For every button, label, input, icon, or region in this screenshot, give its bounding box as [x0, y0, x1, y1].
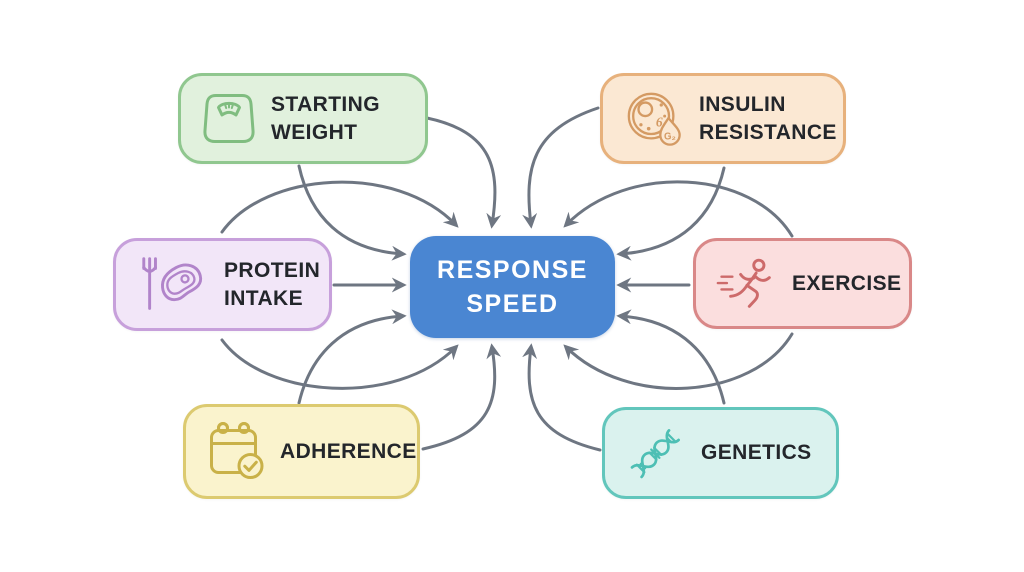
node-label: STARTING WEIGHT — [271, 93, 380, 144]
arrow-insulin-top — [522, 106, 600, 229]
calendar-check-icon — [210, 421, 264, 479]
cell-glucose-icon: 6 G₂ — [627, 92, 681, 146]
node-label: ADHERENCE — [280, 439, 417, 463]
node-label: GENETICS — [701, 441, 812, 465]
arrow-starting-weight-left — [297, 164, 407, 261]
node-insulin-resistance: 6 G₂ INSULIN RESISTANCE — [600, 73, 846, 164]
node-response-speed: RESPONSE SPEED — [410, 236, 615, 338]
node-label: PROTEIN INTAKE — [224, 259, 321, 310]
arrow-exercise-top-arc — [563, 180, 794, 238]
center-label-line2: SPEED — [466, 290, 559, 318]
arrow-genetics-right — [616, 309, 726, 405]
glucose-drop-label: G₂ — [664, 131, 676, 142]
dna-icon — [630, 429, 680, 479]
glucose-digit: 6 — [656, 114, 663, 129]
node-label: EXERCISE — [792, 271, 902, 295]
node-genetics: GENETICS — [602, 407, 839, 499]
runner-icon — [716, 258, 771, 308]
arrow-genetics-bottom — [522, 343, 602, 452]
node-label: INSULIN RESISTANCE — [699, 93, 837, 144]
fork-steak-icon — [142, 256, 203, 310]
node-adherence: ADHERENCE — [183, 404, 420, 499]
arrow-protein-bottom-arc — [220, 338, 459, 390]
scale-icon — [203, 94, 255, 143]
node-exercise: EXERCISE — [693, 238, 912, 329]
node-starting-weight: STARTING WEIGHT — [178, 73, 428, 164]
arrow-insulin-right — [616, 166, 726, 261]
node-protein-intake: PROTEIN INTAKE — [113, 238, 332, 331]
arrow-adherence-left — [297, 309, 407, 405]
arrow-adherence-bottom — [421, 343, 502, 451]
center-label-line1: RESPONSE — [437, 255, 588, 284]
arrow-exercise-bottom-arc — [563, 332, 794, 390]
arrow-starting-weight-top — [425, 116, 502, 229]
arrow-protein-top-arc — [220, 180, 459, 234]
